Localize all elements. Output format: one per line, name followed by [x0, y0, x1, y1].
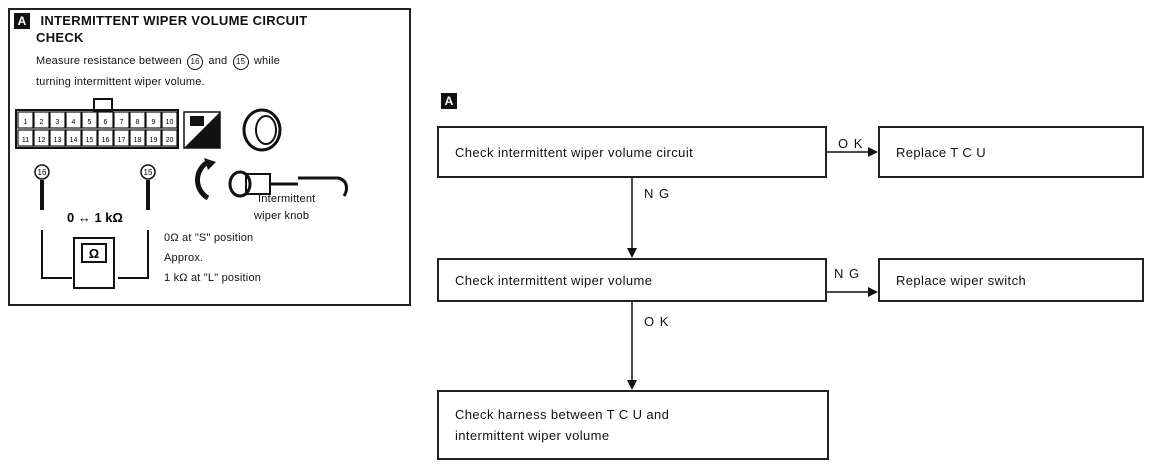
connector-pin-number: 12: [38, 137, 46, 144]
connector-pin-number: 18: [134, 137, 142, 144]
wiper-knob-icon: [242, 108, 282, 152]
panel-badge: A: [14, 13, 30, 29]
spec-line1: 0Ω at "S" position: [164, 232, 254, 244]
connector-cavity: [17, 111, 34, 129]
connector-pin-number: 9: [152, 119, 156, 126]
action1-text: Replace T C U: [896, 144, 986, 160]
panel-title-line1: INTERMITTENT WIPER VOLUME CIRCUIT: [40, 13, 308, 28]
step2-text: Check intermittent wiper volume: [455, 272, 653, 288]
action-replace-tcu: Replace T C U: [878, 126, 1144, 178]
multimeter-diagram: 16 15 Ω 0 ↔ 1 kΩ: [34, 164, 156, 289]
probe-terminal-16: 16: [38, 168, 47, 177]
connector-cavity: [113, 111, 130, 129]
connector-pin-number: 5: [88, 119, 92, 126]
connector-pin-number: 15: [86, 137, 94, 144]
instruction-while: while: [253, 55, 280, 67]
stalk-cable-icon: [298, 176, 348, 197]
check-panel: A INTERMITTENT WIPER VOLUME CIRCUIT CHEC…: [8, 8, 411, 306]
connector-pin-number: 8: [136, 119, 140, 126]
step1-text: Check intermittent wiper volume circuit: [455, 144, 694, 160]
connector-pin-number: 13: [54, 137, 62, 144]
step3-text-line1: Check harness between T C U and: [455, 407, 670, 422]
instruction-text: Measure resistance between: [36, 55, 182, 67]
step-check-harness: Check harness between T C U and intermit…: [437, 390, 829, 460]
arrowhead-ng-2: [868, 287, 878, 297]
connector-pin-number: 3: [56, 119, 60, 126]
spec-line2: Approx.: [164, 252, 204, 264]
connector-cavity: [49, 111, 66, 129]
connector-pin-number: 10: [166, 119, 174, 126]
connector-cavity: [129, 129, 146, 147]
spec-line3: 1 kΩ at "L" position: [164, 272, 262, 284]
connector-cavity: [65, 129, 82, 147]
connector-pin-number: 11: [22, 137, 29, 144]
connector-pin-number: 1: [24, 119, 28, 126]
panel-header: A INTERMITTENT WIPER VOLUME CIRCUIT: [14, 12, 307, 30]
connector-cavity: [33, 129, 50, 147]
probe-terminal-15: 15: [144, 168, 153, 177]
panel-instruction-line1: Measure resistance between 16 and 15 whi…: [36, 54, 280, 70]
panel-instruction-line2: turning intermittent wiper volume.: [36, 76, 205, 88]
knob-label-line2: wiper knob: [254, 210, 310, 222]
action-replace-switch: Replace wiper switch: [878, 258, 1144, 302]
connector-cavity: [145, 129, 162, 147]
connector-pin-number: 17: [118, 137, 126, 144]
ohm-symbol: Ω: [89, 246, 99, 261]
arrowhead-ok-1: [868, 147, 878, 157]
terminal-15-marker: 15: [232, 54, 249, 70]
connector-pin-number: 4: [72, 119, 76, 126]
step-check-circuit: Check intermittent wiper volume circuit: [437, 126, 827, 178]
connector-cavity: [65, 111, 82, 129]
step3-text-line2: intermittent wiper volume: [455, 428, 610, 443]
connector-cavity: [97, 111, 114, 129]
connector-pin-number: 6: [104, 119, 108, 126]
connector-cavity: [145, 111, 162, 129]
connector-cavity: [97, 129, 114, 147]
connector-cavity: [81, 129, 98, 147]
action2-text: Replace wiper switch: [896, 272, 1027, 288]
arrowhead-ng-1: [627, 248, 637, 258]
wiper-switch-icon: [183, 111, 221, 149]
flowchart-badge-wrap: A: [441, 92, 457, 110]
label-ng-1: N G: [644, 186, 671, 201]
arrowhead-ok-2: [627, 380, 637, 390]
connector-cavity: [129, 111, 146, 129]
connector-pin-number: 2: [40, 119, 44, 126]
step-check-volume: Check intermittent wiper volume: [437, 258, 827, 302]
instruction-and: and: [208, 55, 228, 67]
label-ok-1: O K: [838, 136, 864, 151]
terminal-16-marker: 16: [187, 54, 204, 70]
connector-pin-number: 20: [166, 137, 174, 144]
connector-pin-number: 14: [70, 137, 78, 144]
connector-cavity: [17, 129, 34, 147]
connector-cavity: [81, 111, 98, 129]
rotate-arrow-icon: [195, 158, 216, 201]
label-ng-2: N G: [834, 266, 861, 281]
stalk-icon: [228, 170, 298, 198]
connector-cavity: [49, 129, 66, 147]
connector-cavity: [33, 111, 50, 129]
wiper-switch-icons: [183, 108, 298, 201]
panel-title-line2: CHECK: [36, 30, 84, 45]
label-ok-2: O K: [644, 314, 670, 329]
connector-pin-number: 7: [120, 119, 124, 126]
connector-pin-number: 16: [102, 137, 110, 144]
connector-cavity: [161, 129, 178, 147]
flowchart-badge: A: [441, 93, 457, 109]
connector-cavity: [113, 129, 130, 147]
knob-label-line1: Intermittent: [258, 193, 316, 205]
connector-pin-number: 19: [150, 137, 158, 144]
resistance-range: 0 ↔ 1 kΩ: [67, 210, 123, 225]
connector-cavity: [161, 111, 178, 129]
